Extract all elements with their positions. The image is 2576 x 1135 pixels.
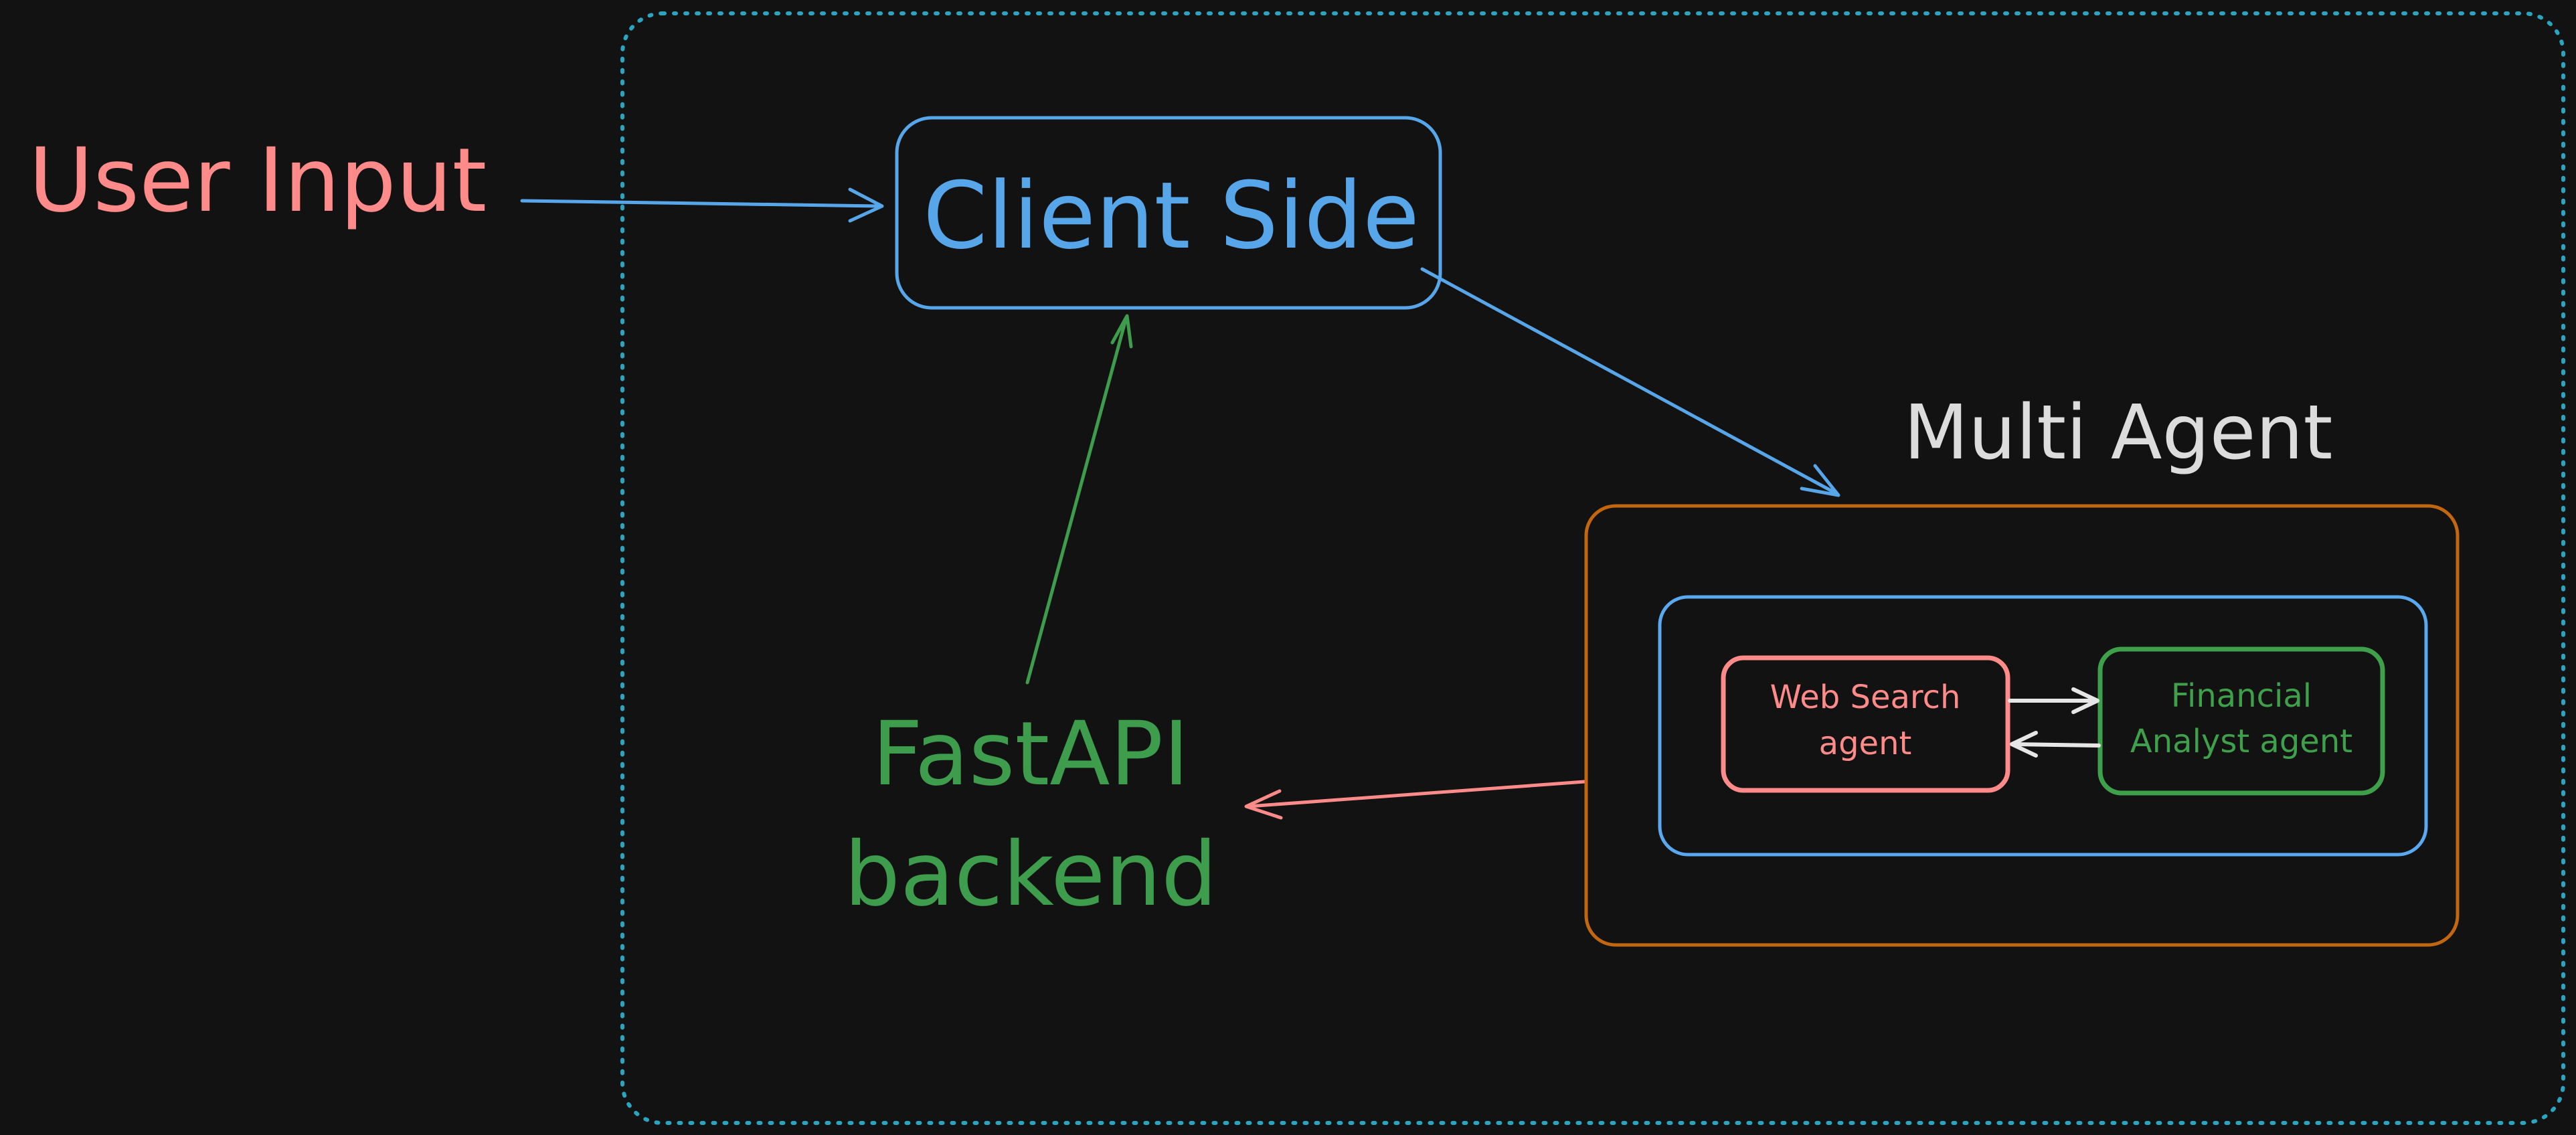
agents-inner-container — [1658, 595, 2428, 857]
edge-client-to-multi-agent — [1420, 267, 1840, 497]
edge-multi-agent-to-fastapi — [1244, 780, 1587, 820]
client-side-label: Client Side — [923, 162, 1420, 270]
web-search-label-line2: agent — [1819, 725, 1912, 762]
system-boundary — [620, 11, 2565, 1125]
web-search-label-line1: Web Search — [1770, 679, 1961, 716]
financial-analyst-agent-node: Financial Analyst agent — [2097, 646, 2385, 796]
edge-financial-to-web-search — [2010, 731, 2101, 758]
fastapi-backend-node: FastAPI backend — [844, 703, 1217, 926]
financial-label-line1: Financial — [2171, 677, 2312, 715]
web-search-agent-node: Web Search agent — [1721, 655, 2010, 793]
edge-fastapi-to-client — [1025, 314, 1133, 685]
edge-user-input-to-client — [520, 187, 884, 223]
client-side-node: Client Side — [895, 116, 1442, 310]
multi-agent-label: Multi Agent — [1904, 389, 2333, 476]
fastapi-label-line2: backend — [844, 823, 1217, 926]
financial-label-line2: Analyst agent — [2130, 723, 2352, 760]
multi-agent-container — [1584, 504, 2460, 947]
edge-web-search-to-financial — [2008, 687, 2099, 714]
fastapi-label-line1: FastAPI — [872, 703, 1189, 806]
user-input-label: User Input — [29, 129, 487, 232]
